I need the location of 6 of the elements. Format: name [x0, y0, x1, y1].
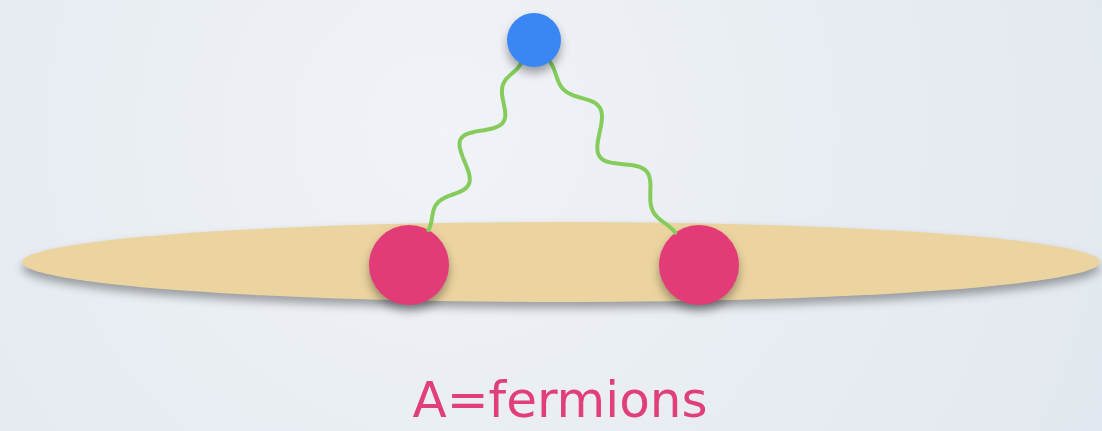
circle-node: [659, 225, 739, 305]
circle-node: [507, 13, 561, 67]
caption-text: A=fermions: [411, 370, 709, 430]
circle-node: [369, 225, 449, 305]
wavy-line: [548, 59, 678, 235]
wavy-line: [426, 61, 523, 232]
